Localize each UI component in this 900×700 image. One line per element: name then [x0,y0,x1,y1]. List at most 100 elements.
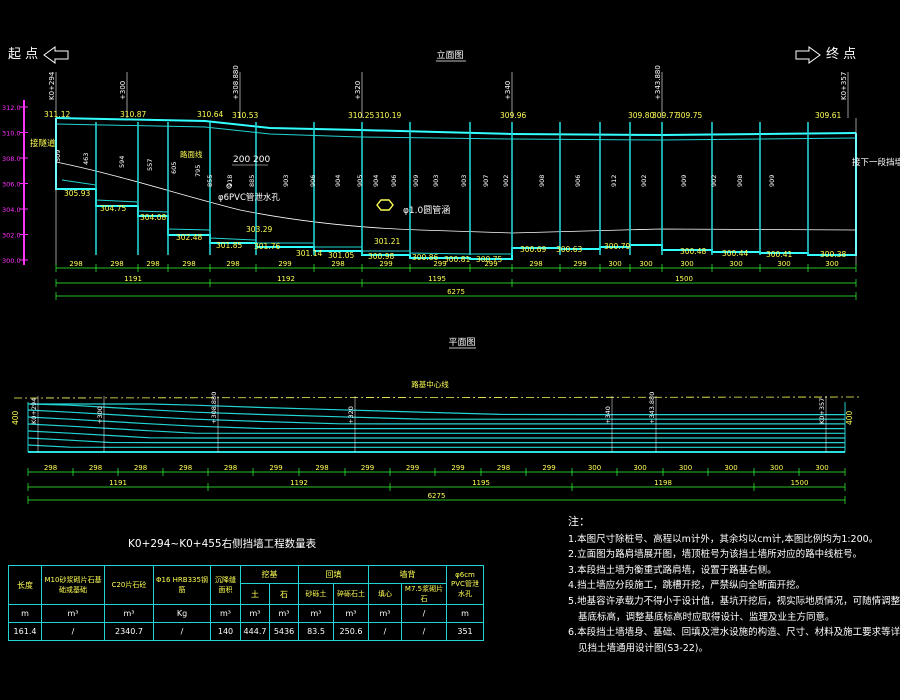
wall-height-label: 594 [118,156,126,168]
dimension-label: 299 [379,260,392,268]
col-c20: C20片石砼 [104,565,154,605]
quantity-table: 长度 M10砂浆砌片石基础或基础 C20片石砼 Φ16 HRB335钢筋 沉降缝… [8,565,484,641]
unit-cell: m³ [333,604,369,623]
top-elevation-label: 309.75 [676,111,702,120]
wall-height-label: 557 [146,159,154,171]
wall-height-label: 903 [460,175,468,187]
station-label: +300 [119,81,127,100]
dimension-label: 298 [179,464,192,472]
connect-right-label: 接下一段挡墙 [852,157,900,168]
col-gravel2: 碎砾石土 [333,583,369,605]
dimension-label: 298 [134,464,147,472]
dimension-label: 298 [146,260,159,268]
dimension-label: 298 [182,260,195,268]
bottom-elevation-label: 300.63 [556,245,582,254]
top-elevation-label: 309.96 [500,111,526,120]
wall-height-label: 902 [710,175,718,187]
wall-height-label: 909 [412,175,420,187]
top-elevation-label: 309.80 [628,111,654,120]
dimension-label: 298 [89,464,102,472]
dimension-label: 6275 [428,492,446,500]
bottom-elevation-label: 300.44 [722,249,748,258]
note-5: 5.地基容许承载力不得小于设计值，基坑开挖后，视实际地质情况，可随情调整 [568,595,900,607]
dimension-label: 298 [315,464,328,472]
top-elevation-label: 310.53 [232,111,258,120]
wall-height-label: 903 [282,175,290,187]
note-6b: 见挡土墙通用设计图(S3-22)。 [578,642,709,654]
col-m75: M7.5浆砌片石 [401,583,447,605]
station-label: K0+357 [840,72,848,100]
unit-cell: Kg [153,604,211,623]
note-4: 4.挡土墙应分段施工，跳槽开挖，严禁纵向全断面开挖。 [568,580,806,592]
wall-height-label: 907 [482,175,490,187]
wall-height-label: 509 [54,150,62,162]
top-elevation-label: 310.19 [375,111,401,120]
wall-height-label: 902 [640,175,648,187]
col-backfill: 回填 [298,565,369,584]
unit-cell: m³ [210,604,241,623]
wall-height-label: 918 [226,175,234,187]
dimension-label: 1195 [472,479,490,487]
wall-height-label: 909 [768,175,776,187]
wall-height-label: 909 [680,175,688,187]
dimension-label: 298 [497,464,510,472]
value-cell: 250.6 [333,622,369,641]
dimension-label: 299 [573,260,586,268]
col-length: 长度 [8,565,42,605]
unit-cell: m³ [269,604,299,623]
dimension-label: 299 [484,260,497,268]
dimension-label: 299 [406,464,419,472]
plan-station-label: +343.880 [648,392,656,424]
plan-height-right: 400 [845,410,854,425]
wall-height-label: 906 [390,175,398,187]
dimension-label: 300 [679,464,692,472]
station-label: +340 [504,81,512,100]
quantity-table-title: K0+294~K0+455右侧挡墙工程数量表 [128,538,317,550]
dimension-label: 299 [361,464,374,472]
wall-height-label: 885 [248,175,256,187]
elev-axis-label: 310.0 [2,130,21,138]
bottom-elevation-label: 304.75 [100,204,126,213]
note-1: 1.本图尺寸除桩号、高程以m计外，其余均以cm计,本图比例均为1:200。 [568,533,879,545]
dimension-label: 1500 [675,275,693,283]
start-label: 起 点 [8,47,38,62]
station-label: +320 [354,81,362,100]
dimension-label: 298 [331,260,344,268]
wall-height-label: 904 [372,175,380,187]
bottom-elevation-label: 300.69 [520,245,546,254]
col-gravel: 砂砾土 [298,583,334,605]
elev-axis-label: 300.0 [2,257,21,265]
station-label: +308.880 [232,65,240,100]
top-elevation-label: 311.12 [44,110,70,119]
dimension-label: 299 [278,260,291,268]
dimension-label: 300 [770,464,783,472]
dimension-label: 299 [269,464,282,472]
value-cell: 83.5 [298,622,334,641]
bottom-elevation-label: 300.86 [412,253,438,262]
dimension-label: 299 [433,260,446,268]
bottom-elevation-label: 300.81 [444,255,470,264]
dimension-label: 300 [815,464,828,472]
unit-cell: m³ [104,604,154,623]
value-cell: / [401,622,447,641]
dimension-label: 298 [224,464,237,472]
bottom-elevation-label: 301.85 [216,241,242,250]
wall-height-label: 912 [610,175,618,187]
col-filter: 墙背 [368,565,447,584]
dimension-label: 1195 [428,275,446,283]
plan-station-label: K0+294 [30,398,38,424]
dimension-label: 298 [44,464,57,472]
dimension-label: 299 [542,464,555,472]
notes-title: 注： [568,515,590,528]
unit-cell: / [401,604,447,623]
plan-station-label: +308.880 [210,392,218,424]
unit-cell: m³ [240,604,270,623]
col-joint: 沉降缝面积 [210,565,241,605]
dimension-label: 1192 [277,275,295,283]
end-label: 终 点 [826,46,856,62]
dimension-label: 300 [729,260,742,268]
